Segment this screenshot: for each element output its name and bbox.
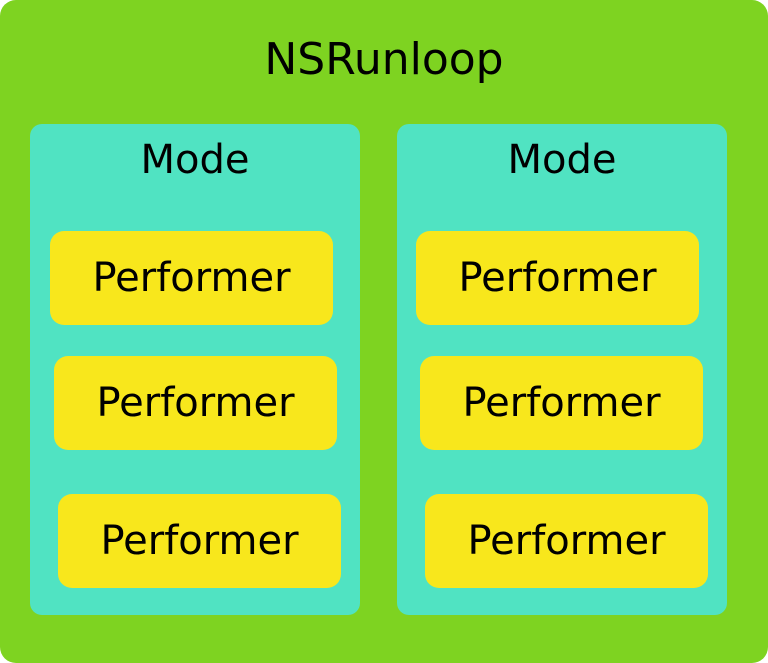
performer-box: Performer: [416, 231, 699, 325]
performer-box: Performer: [425, 494, 708, 588]
mode-title-1: Mode: [140, 137, 250, 183]
mode-title-2: Mode: [507, 137, 617, 183]
runloop-title: NSRunloop: [264, 34, 504, 85]
performer-box: Performer: [420, 356, 703, 450]
performer-box: Performer: [58, 494, 341, 588]
performer-box: Performer: [50, 231, 333, 325]
performer-box: Performer: [54, 356, 337, 450]
